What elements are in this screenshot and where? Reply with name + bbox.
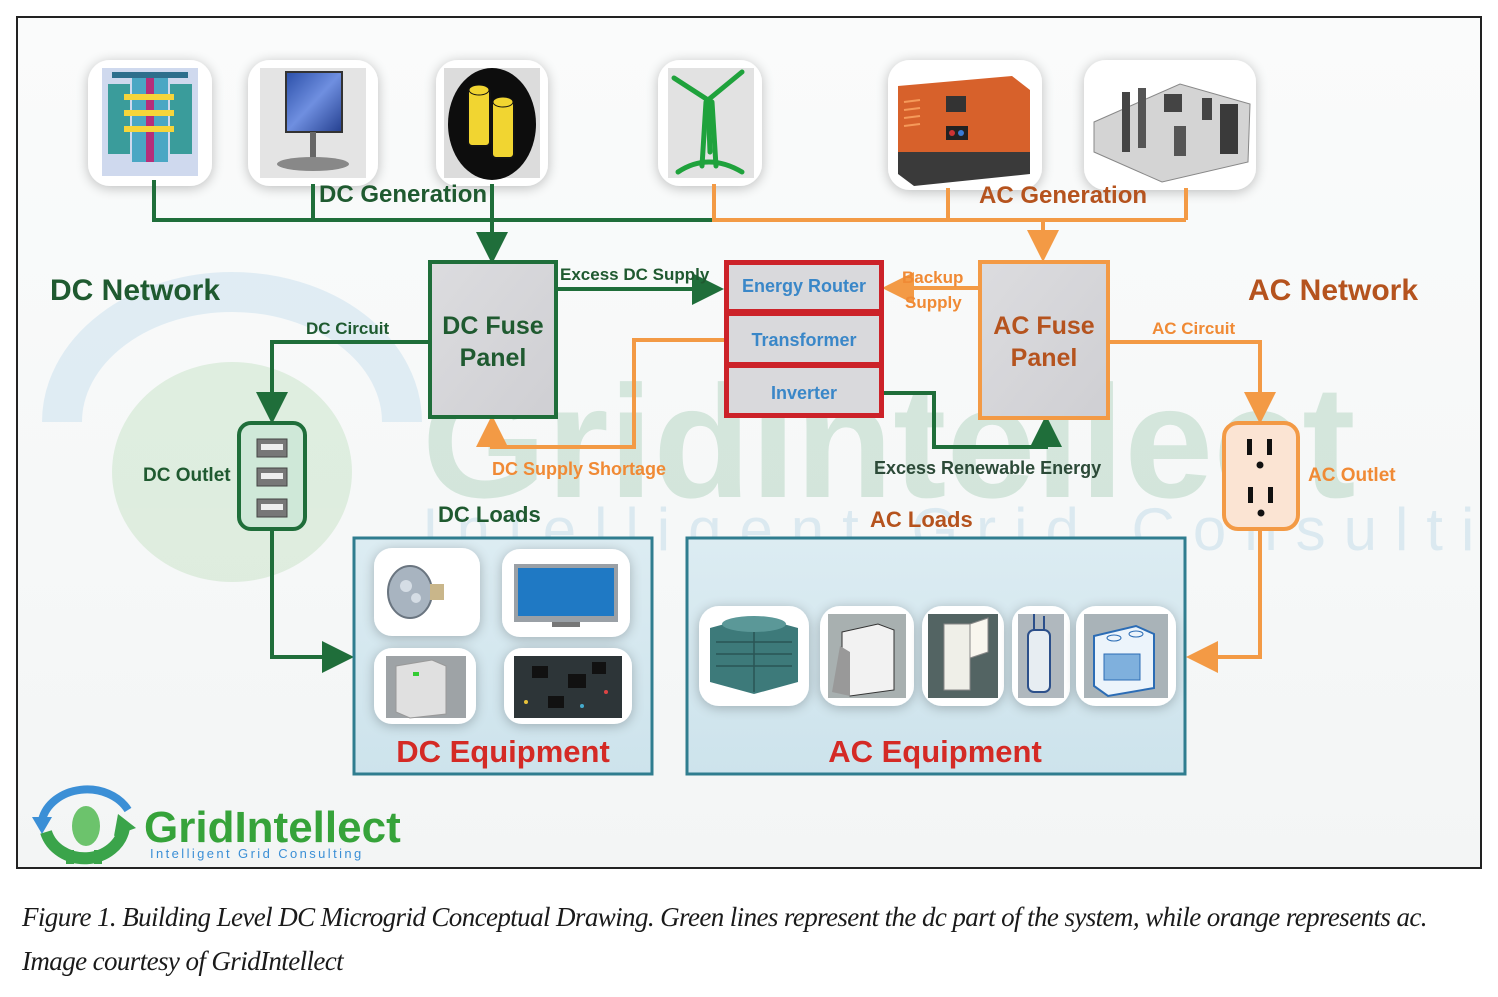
ac-loads-title: AC Loads [870,507,973,532]
ac-equipment-label: AC Equipment [828,734,1042,769]
ac-outlet-label: AC Outlet [1308,465,1396,486]
router-label-inverter: Inverter [771,383,837,403]
ac-network-title: AC Network [1248,274,1418,307]
caption-line-2: Image courtesy of GridIntellect [22,946,344,976]
diagram-frame: GridIntellect Intelligent Grid Consultin… [16,16,1482,869]
air-conditioner-icon [710,616,798,694]
dc-outlet [237,421,307,531]
ac-source-generator [888,60,1042,190]
dc-equipment-group: DC Equipment [352,536,654,776]
ac-source-utility-substation [1084,60,1256,190]
renewable-source-wind-turbine [658,60,762,186]
router-row-inverter [729,368,879,413]
dc-load-computer-server [374,648,476,724]
router-label-transformer: Transformer [751,330,856,350]
gridintellect-logo-icon [32,785,136,865]
ac-generation-label: AC Generation [979,182,1147,209]
water-heater-icon [1018,614,1064,698]
dc-outlet-label: DC Outlet [143,465,231,486]
router-row-energy-router [729,265,879,309]
ac-circuit-label: AC Circuit [1152,319,1235,338]
dc-fuse-panel-label-line2: Panel [460,344,527,372]
generator-icon [898,76,1030,186]
ac-load-washing-machine [820,606,914,706]
dc-load-circuit-board [504,648,632,724]
dc-generation-bus [152,180,714,264]
dc-generation-label: DC Generation [319,181,487,208]
ac-circuit-line [1108,340,1276,424]
dc-source-fuel-cell [88,60,212,186]
computer-server-icon [386,656,466,719]
energy-router-stack: Energy Router Transformer Inverter [724,260,884,418]
ac-outlet-to-equipment-line [1186,530,1262,673]
watermark: GridIntellect Intelligent Grid Consultin… [42,272,1480,582]
circuit-board-icon [514,656,622,718]
backup-supply-label-line2: Supply [905,293,962,312]
ac-load-electric-stove [1076,606,1176,706]
dc-load-flat-screen-tv [502,549,630,637]
ac-load-refrigerator [922,606,1004,706]
ac-equipment-group: AC Equipment [685,536,1187,776]
dc-fuse-panel-label-line1: DC Fuse [442,312,544,340]
electric-stove-icon [1084,614,1168,698]
router-row-transformer [729,316,879,362]
usb-port-icon [256,467,288,487]
dc-load-led-bulb [374,548,480,636]
fuel-cell-icon [102,68,198,176]
logo-wordmark: GridIntellect [144,803,401,852]
excess-renewable-energy-label: Excess Renewable Energy [874,458,1101,478]
refrigerator-icon [928,614,998,698]
usb-port-icon [256,438,288,458]
usb-port-icon [256,498,288,518]
dc-supply-shortage-line [476,338,724,449]
dc-circuit-line [256,340,430,424]
tv-icon [514,564,618,627]
gridintellect-logo: GridIntellect Intelligent Grid Consultin… [32,785,401,865]
excess-dc-supply-label: Excess DC Supply [560,265,710,284]
ac-load-air-conditioner [699,606,809,706]
ac-socket-icon [1247,439,1272,469]
washing-machine-icon [828,614,906,698]
watermark-wordmark: GridIntellect [422,352,1356,531]
dc-source-solar-panel [248,60,378,186]
excess-renewable-energy-line [884,391,1062,449]
ac-outlet [1222,421,1300,531]
backup-supply-label-line1: Backup [902,268,963,287]
substation-icon [1093,83,1251,183]
ac-fuse-panel-label-line2: Panel [1011,344,1078,372]
dc-fuse-panel: DC Fuse Panel [428,260,558,419]
ac-fuse-panel: AC Fuse Panel [978,260,1110,420]
figure-caption: Figure 1. Building Level DC Microgrid Co… [22,895,1482,983]
led-bulb-icon [387,565,444,619]
wind-turbine-icon [668,68,754,178]
ac-generation-bus [712,184,1188,262]
dc-network-title: DC Network [50,274,220,307]
ac-socket-icon [1248,487,1273,517]
ac-fuse-panel-label-line1: AC Fuse [993,312,1095,340]
dc-supply-shortage-label: DC Supply Shortage [492,459,666,479]
solar-panel-icon [260,68,366,178]
dc-outlet-to-equipment-line [270,530,354,673]
ac-load-water-heater [1012,606,1070,706]
dc-circuit-label: DC Circuit [306,319,389,338]
dc-equipment-label: DC Equipment [396,734,610,769]
caption-line-1: Figure 1. Building Level DC Microgrid Co… [22,902,1427,932]
dc-source-battery [436,60,548,186]
dc-loads-title: DC Loads [438,502,541,527]
logo-tagline: Intelligent Grid Consulting [150,846,364,861]
router-label-energy-router: Energy Router [742,276,866,296]
battery-icon [444,68,540,180]
